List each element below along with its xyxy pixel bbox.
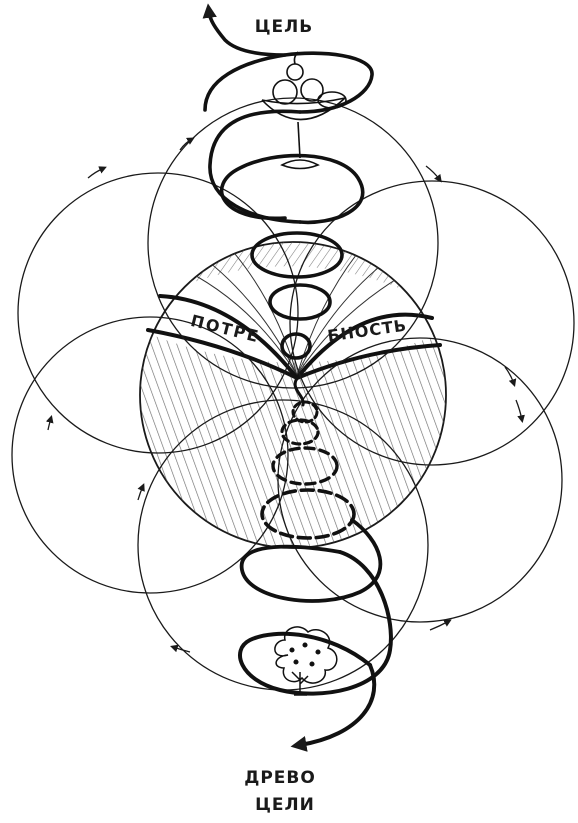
- label-goal: ЦЕЛЬ: [255, 17, 313, 37]
- label-need-right: БНОСТЬ: [326, 316, 408, 346]
- label-tree-line2: ЦЕЛИ: [255, 795, 315, 815]
- upper-spiral: [205, 12, 372, 358]
- label-tree-line1: ДРЕВО: [244, 768, 316, 788]
